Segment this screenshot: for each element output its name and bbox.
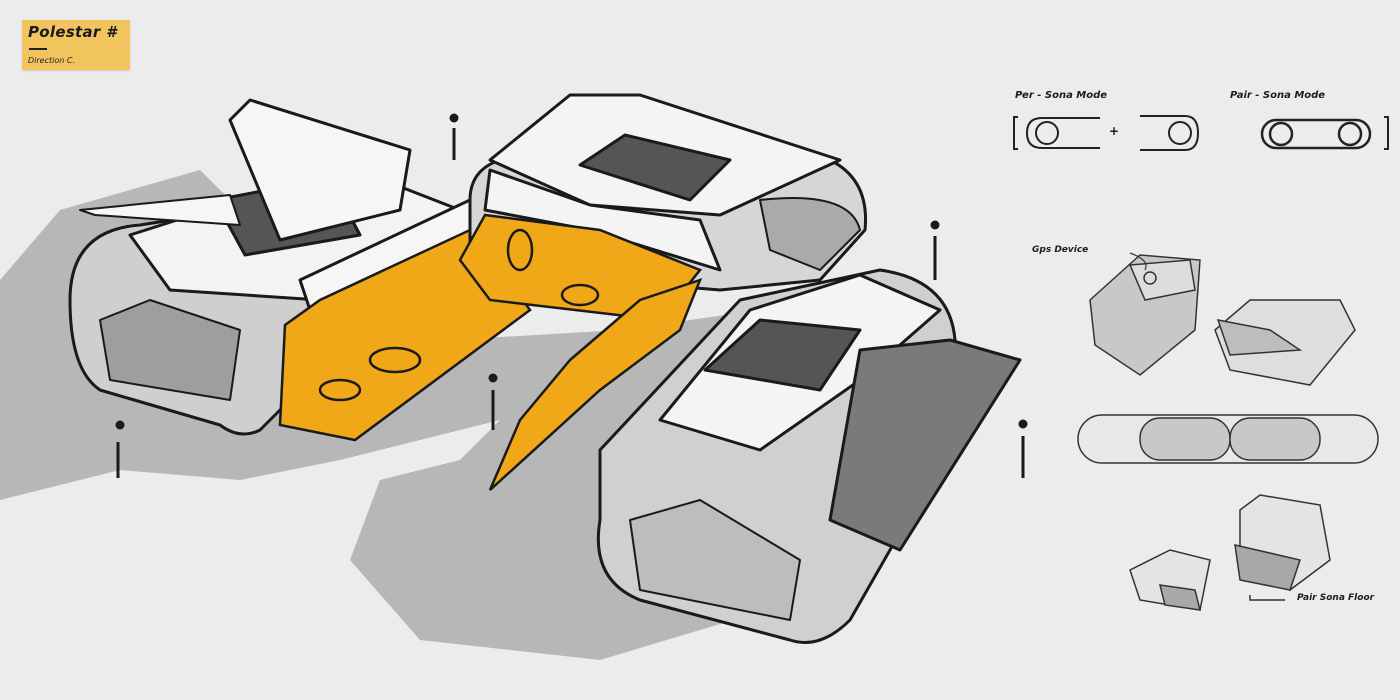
plus-sign: + [1109, 124, 1120, 138]
thumbnail-top-pod [1214, 299, 1356, 386]
left-pod-interior [278, 228, 532, 442]
thumbnail-gps-pod [1089, 254, 1201, 376]
thumbnail-paired-side-view [1077, 414, 1379, 464]
gps-device-label: Gps Device [1032, 245, 1089, 255]
sticky-title: Polestar # [28, 23, 117, 41]
title-sticky-note: Polestar # Direction C. [22, 20, 130, 70]
right-pod [596, 268, 1022, 644]
pair-sona-mode-diagram [1260, 118, 1372, 150]
per-sona-mode-diagram [1013, 115, 1389, 151]
pair-sona-floor-label: Pair Sona Floor [1297, 593, 1375, 603]
sticky-subtitle: Direction C. [28, 56, 75, 65]
gps-leader-line [1129, 252, 1147, 271]
sticky-divider [29, 48, 47, 50]
pair-sona-mode-label: Pair - Sona Mode [1230, 90, 1326, 101]
scale-figure-markers [115, 113, 1028, 478]
thumbnail-floor-deploy [1129, 494, 1331, 611]
center-pod-interior [458, 213, 703, 491]
per-sona-mode-label: Per - Sona Mode [1015, 90, 1108, 101]
